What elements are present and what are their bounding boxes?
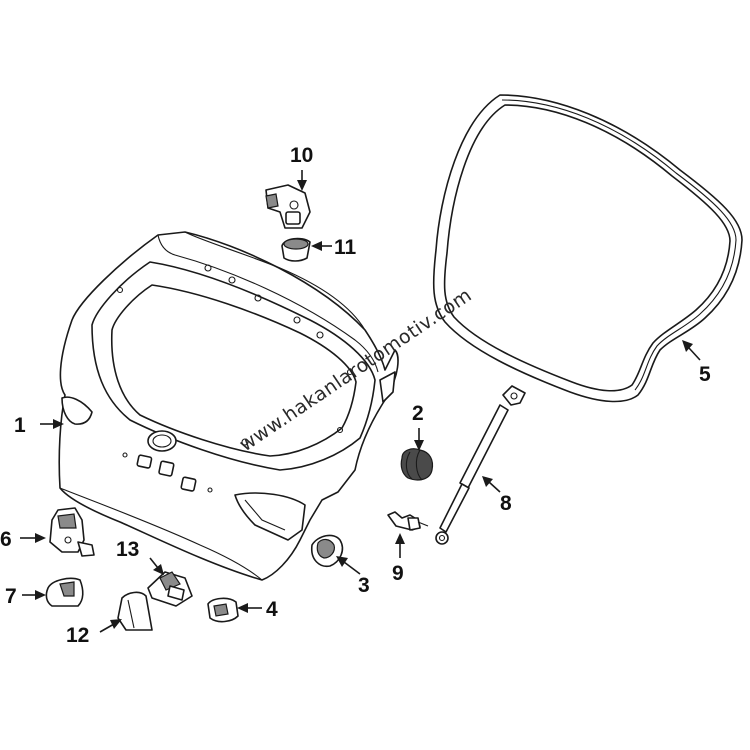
part-4-clip (207, 597, 239, 623)
part-7-striker (45, 577, 84, 607)
part-12-cover (117, 591, 153, 631)
callout-6: 6 (0, 528, 12, 551)
callout-3: 3 (358, 574, 370, 597)
part-13-switch (147, 571, 193, 607)
callout-2: 2 (412, 402, 424, 425)
part-6-latch (49, 507, 95, 557)
callout-5: 5 (699, 363, 711, 386)
part-9-stud (387, 511, 429, 531)
callout-12: 12 (66, 624, 89, 647)
callout-8: 8 (500, 492, 512, 515)
callout-4: 4 (266, 598, 278, 621)
callout-1: 1 (14, 414, 26, 437)
part-8-gas-strut (435, 385, 526, 545)
callout-9: 9 (392, 562, 404, 585)
leader-lines (20, 170, 701, 633)
callout-labels: 1 2 3 4 5 6 7 8 9 10 11 12 13 (0, 144, 711, 647)
callout-7: 7 (5, 585, 17, 608)
part-5-weatherstrip (432, 94, 743, 403)
callout-11: 11 (334, 236, 357, 259)
part-2-bump-stop (400, 448, 434, 481)
callout-10: 10 (290, 144, 313, 167)
callout-13: 13 (116, 538, 139, 561)
part-1-liftgate (58, 231, 399, 581)
part-11-grommet (281, 237, 311, 262)
part-10-bracket (265, 184, 311, 229)
part-3-bumper (310, 534, 344, 568)
